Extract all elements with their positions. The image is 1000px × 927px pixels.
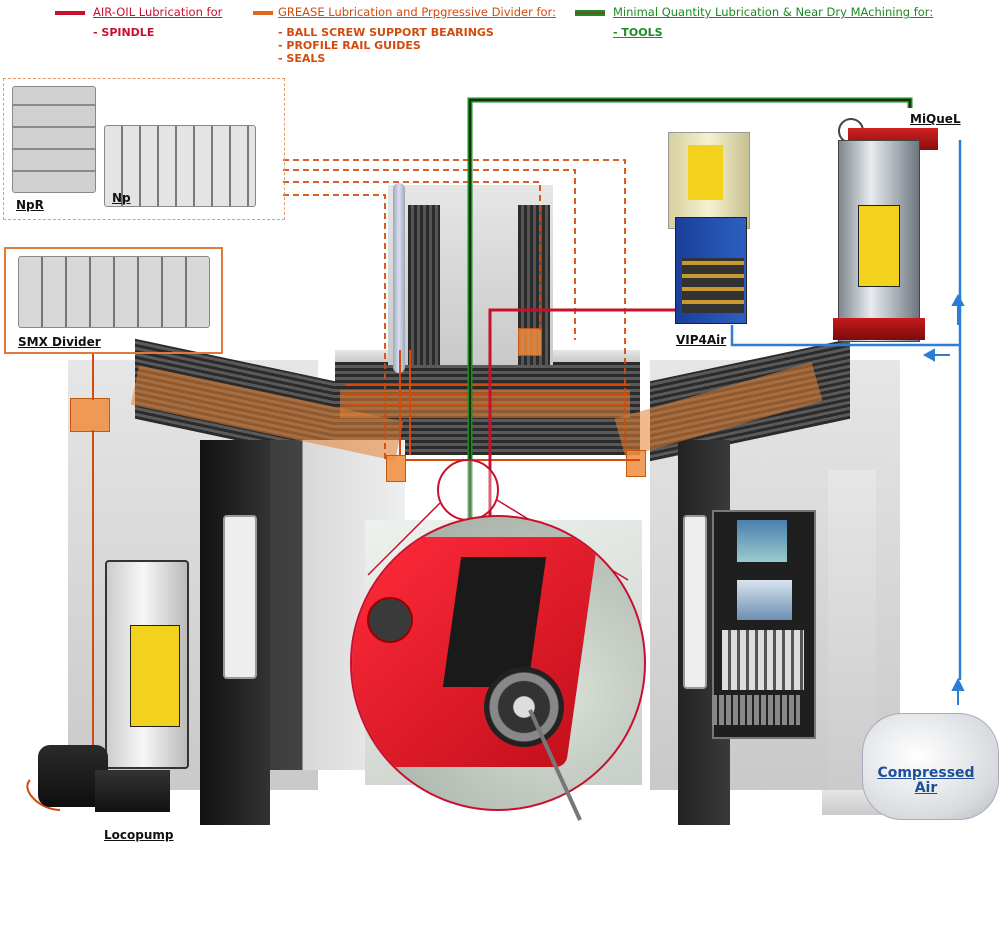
grease-solid-lines [26, 350, 640, 811]
miquel-sticker [858, 205, 900, 287]
cnc-keyboard [712, 695, 800, 725]
cnc-monitor-top [737, 520, 787, 562]
smx-divider-image [18, 256, 210, 328]
grease-dashed-lines [283, 159, 626, 460]
legend-item-profile-rail: - PROFILE RAIL GUIDES [278, 39, 421, 52]
spindle-zoom-circle [350, 515, 646, 811]
np-label: Np [112, 191, 131, 205]
miquel-base [833, 318, 925, 340]
spindle-nose [484, 667, 564, 747]
legend-swatch-air-oil [55, 11, 85, 15]
smx-divider-box [4, 247, 223, 354]
locopump-label: Locopump [104, 828, 174, 842]
cnc-keypad [722, 630, 804, 690]
spindle-hole [367, 597, 413, 643]
cnc-screen [737, 580, 792, 620]
left-ball-screw-block [70, 398, 110, 432]
locopump-sticker [130, 625, 180, 727]
right-ball-screw-block [626, 450, 646, 477]
left-door-handle [223, 515, 257, 679]
npr-divider-image [12, 86, 96, 193]
legend-item-seals: - SEALS [278, 52, 326, 65]
right-door-handle [683, 515, 707, 689]
vip4air-label-plate [688, 145, 723, 200]
legend-swatch-grease [253, 11, 273, 15]
miquel-label: MiQueL [910, 112, 961, 126]
legend-swatch-mql [575, 10, 605, 16]
center-ball-screw-block [386, 455, 406, 482]
legend-item-spindle: - SPINDLE [93, 26, 155, 39]
locopump-base [95, 770, 170, 812]
air-duct [393, 183, 405, 373]
air-flow-arrows [922, 293, 965, 705]
column-ball-screw-block [518, 328, 542, 356]
np-divider-image [104, 125, 256, 207]
compressed-air-tank [862, 713, 999, 820]
compressed-air-label-2: Air [914, 780, 938, 796]
column-bellows-left [408, 205, 440, 365]
vip4air-outlets [682, 258, 744, 313]
smx-divider-label: SMX Divider [18, 335, 101, 349]
legend-title-grease: GREASE Lubrication and Prpgressive Divid… [278, 5, 556, 19]
legend-title-mql: Minimal Quantity Lubrication & Near Dry … [613, 5, 934, 19]
vip4air-label: VIP4Air [676, 333, 727, 347]
divider-group-box [3, 78, 285, 220]
legend-title-air-oil: AIR-OIL Lubrication for [93, 5, 223, 19]
compressed-air-label-1: Compressed [877, 765, 975, 781]
legend-item-tools: - TOOLS [613, 26, 663, 39]
npr-label: NpR [16, 198, 44, 212]
legend-item-ball-screw: - BALL SCREW SUPPORT BEARINGS [278, 26, 494, 39]
